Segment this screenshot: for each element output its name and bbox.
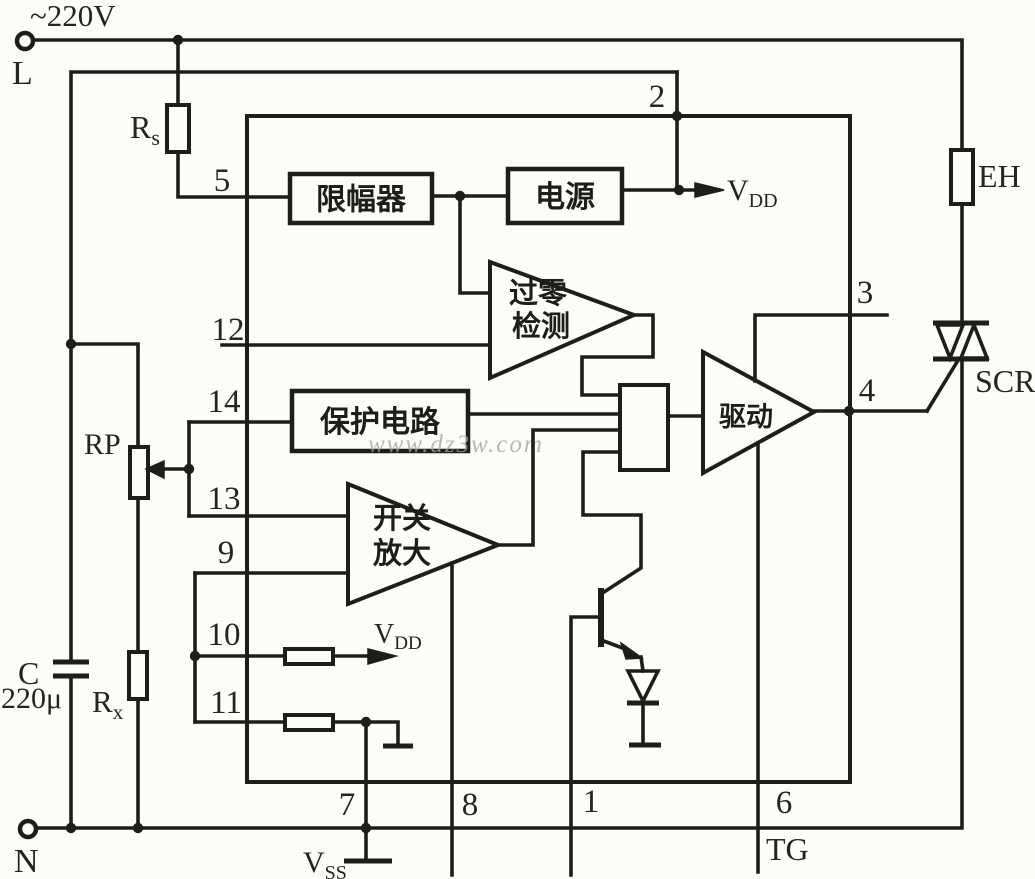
protection-block-label: 保护电路	[320, 405, 441, 440]
label-pin-10: 10	[208, 617, 241, 653]
wire-zc-feed	[458, 194, 492, 295]
power-block-label: 电源	[535, 180, 595, 215]
wire-zc-out	[580, 313, 655, 397]
resistor-rs	[165, 103, 191, 154]
wire-emitter-diode	[638, 654, 646, 674]
label-terminal-l: L	[12, 55, 33, 92]
label-terminal-n: N	[14, 843, 39, 879]
zero-cross-amp-label-1: 检测	[512, 309, 570, 343]
label-pin-11: 11	[210, 685, 242, 721]
transistor-emitter-arrow	[619, 641, 645, 660]
junction-wiper	[183, 463, 195, 475]
zero-cross-amp	[488, 259, 640, 382]
label-mains-voltage: ~220V	[30, 0, 116, 33]
label-c: C	[18, 655, 39, 691]
junction-pin4-exit	[843, 405, 855, 417]
junction-rx-n	[132, 822, 144, 834]
junction-power-vdd	[673, 184, 685, 196]
ic-outline	[245, 114, 852, 784]
driver-amp-label-0: 驱动	[719, 402, 773, 433]
junction-vss-n	[360, 822, 372, 834]
label-tg: TG	[766, 831, 809, 867]
junction-rail-rp	[65, 338, 77, 350]
label-pin-8: 8	[462, 787, 479, 823]
wire-switch-out	[496, 428, 622, 547]
resistor-pin10	[283, 647, 335, 666]
label-eh: EH	[978, 158, 1021, 194]
vdd-arrow-top	[694, 182, 725, 198]
wire-inner-rail	[69, 70, 679, 664]
label-vdd-top: VDD	[727, 174, 778, 212]
junction-pin11-vss	[360, 716, 372, 728]
wire-collector-path	[581, 450, 643, 597]
wire-triac-gate	[924, 359, 960, 414]
label-pin-9: 9	[218, 535, 235, 571]
label-c-value: 220μ	[1, 682, 62, 715]
logic-block	[618, 383, 670, 472]
triac-left-triangle	[934, 323, 966, 363]
switch-amp-label-0: 开关	[373, 501, 431, 535]
driver-amp	[701, 348, 819, 477]
protection-block	[289, 388, 471, 454]
terminal-l	[14, 30, 36, 52]
wire-heater-return	[34, 358, 964, 830]
wire-pin5	[176, 150, 292, 199]
vdd-arrow-pin10	[367, 648, 399, 665]
label-vdd-pin10: VDD	[374, 619, 422, 654]
zero-cross-amp-label-0: 过零	[509, 276, 568, 310]
label-pin-12: 12	[212, 312, 245, 348]
resistor-rx	[127, 650, 149, 701]
wire-rp-branch	[69, 342, 140, 449]
junction-rail-pin10	[189, 650, 201, 662]
label-pin-6: 6	[776, 785, 793, 821]
label-pin-14: 14	[208, 384, 241, 420]
limiter-block-label: 限幅器	[316, 182, 407, 217]
diode-triangle	[625, 669, 661, 706]
wire-live-rail	[31, 38, 964, 152]
label-pin-4: 4	[859, 373, 876, 409]
potentiometer-rp-body	[128, 445, 150, 500]
limiter-block	[287, 171, 435, 226]
switch-amp	[346, 481, 504, 607]
terminal-n	[17, 818, 39, 840]
wire-pin1-base	[569, 615, 603, 877]
junction-c-n	[65, 822, 77, 834]
label-pin-7: 7	[339, 787, 356, 823]
label-scr: SCR	[975, 363, 1035, 399]
wire-pin11-right	[331, 720, 400, 746]
junction-live-rs	[172, 34, 184, 46]
wire-pin3	[753, 313, 889, 383]
label-pin-2: 2	[649, 79, 666, 115]
label-pin-3: 3	[857, 275, 874, 311]
label-vss: VSS	[303, 846, 347, 879]
label-pin-1: 1	[583, 784, 600, 820]
power-block	[505, 166, 625, 226]
watermark-text: www.dz3w.com	[368, 431, 544, 458]
triac-right-triangle	[958, 320, 990, 360]
label-pin-13: 13	[208, 481, 241, 517]
label-rx: Rx	[92, 684, 124, 724]
junction-pin2-ictop	[671, 110, 683, 122]
switch-amp-label-1: 放大	[372, 536, 431, 570]
label-rs: Rs	[130, 109, 160, 150]
label-rp: RP	[84, 428, 121, 461]
label-pin-5: 5	[214, 163, 231, 199]
resistor-eh	[949, 148, 975, 206]
rp-wiper-arrow	[144, 459, 165, 480]
junction-limiter-zc	[454, 190, 466, 202]
resistor-pin11	[283, 713, 335, 732]
